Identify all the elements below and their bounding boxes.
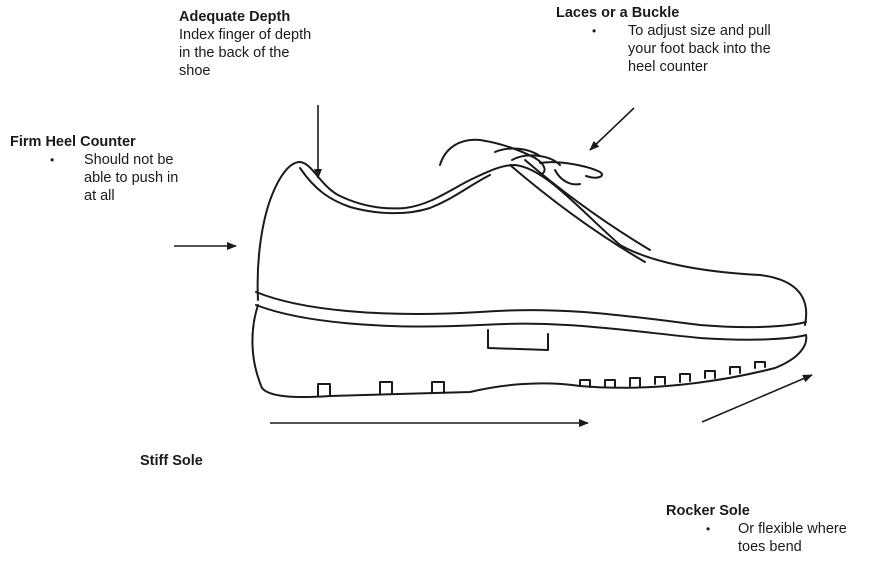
adequate-depth-line-2: in the back of the — [179, 44, 311, 62]
arrow-rocker-sole — [702, 375, 812, 422]
rocker-sole-line-1: Or flexible where — [738, 520, 847, 538]
bullet-icon: • — [592, 22, 596, 40]
laces-line-3: heel counter — [556, 58, 771, 76]
shoe-upper — [258, 162, 807, 325]
arrow-laces — [590, 108, 634, 150]
label-heel-counter: Firm Heel Counter • Should not be able t… — [10, 133, 178, 205]
label-laces: Laces or a Buckle • To adjust size and p… — [556, 4, 771, 76]
adequate-depth-heading: Adequate Depth — [179, 8, 311, 26]
laces-bullet-item: • To adjust size and pull — [556, 22, 771, 40]
heel-counter-line-2: able to push in — [10, 169, 178, 187]
rocker-sole-line-2: toes bend — [666, 538, 847, 556]
heel-counter-heading: Firm Heel Counter — [10, 133, 178, 151]
adequate-depth-line-3: shoe — [179, 62, 311, 80]
laces-heading: Laces or a Buckle — [556, 4, 771, 22]
heel-counter-line-3: at all — [10, 187, 178, 205]
stiff-sole-heading: Stiff Sole — [140, 452, 203, 470]
outsole — [252, 305, 806, 397]
bullet-icon: • — [706, 520, 710, 538]
adequate-depth-line-1: Index finger of depth — [179, 26, 311, 44]
label-stiff-sole: Stiff Sole — [140, 452, 203, 470]
rocker-sole-heading: Rocker Sole — [666, 502, 847, 520]
label-adequate-depth: Adequate Depth Index finger of depth in … — [179, 8, 311, 80]
label-rocker-sole: Rocker Sole • Or flexible where toes ben… — [666, 502, 847, 556]
rocker-sole-bullet-item: • Or flexible where — [666, 520, 847, 538]
tread — [318, 362, 765, 396]
shoe-collar — [300, 168, 490, 213]
laces-line-1: To adjust size and pull — [628, 22, 771, 40]
heel-counter-line-1: Should not be — [84, 151, 178, 169]
laces-line-2: your foot back into the — [556, 40, 771, 58]
bullet-icon: • — [50, 151, 54, 169]
heel-counter-bullet-item: • Should not be — [10, 151, 178, 169]
